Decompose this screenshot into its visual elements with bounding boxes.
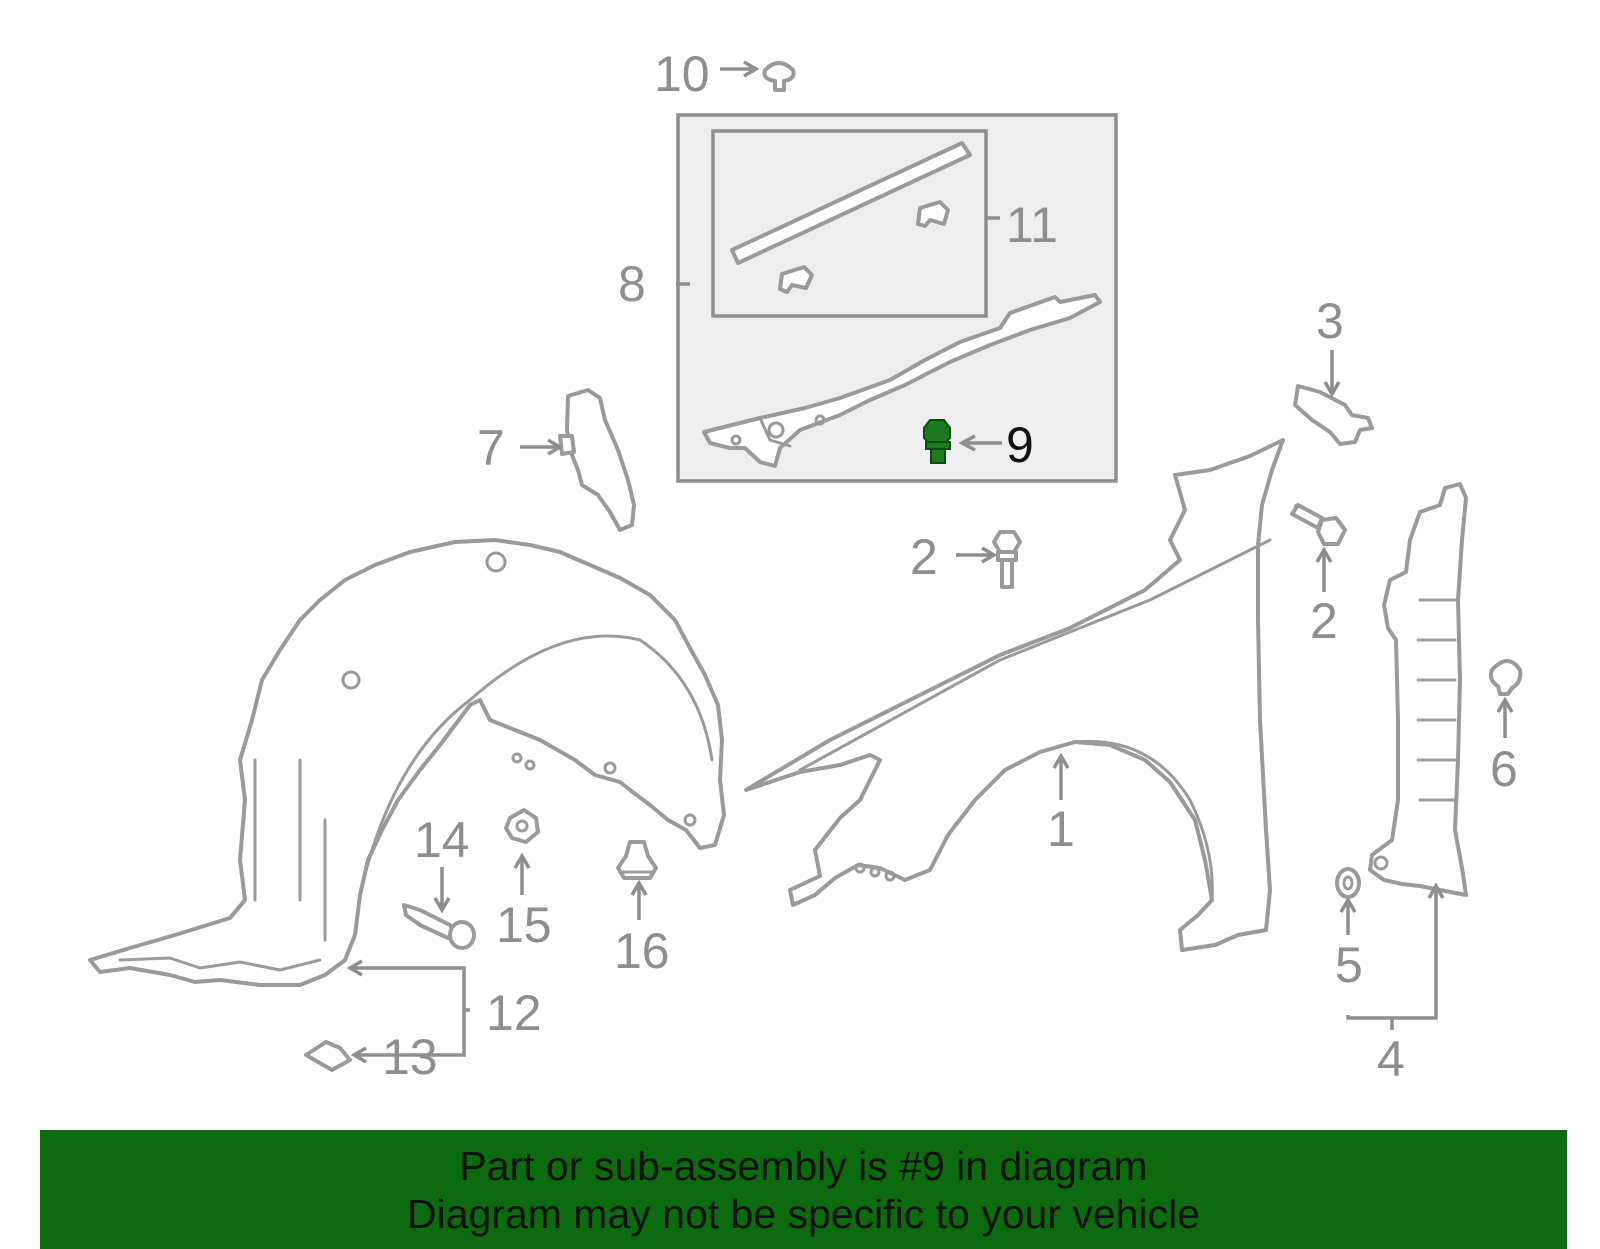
banner-line-1: Part or sub-assembly is #9 in diagram (459, 1143, 1148, 1189)
part-8-fender-bracket[interactable] (702, 293, 1102, 468)
part-2-bolt-a[interactable] (992, 530, 1022, 589)
callout-14: 14 (414, 812, 470, 868)
part-12-fender-liner[interactable] (88, 538, 726, 987)
callout-12: 12 (486, 985, 542, 1041)
callout-15: 15 (496, 897, 552, 953)
part-4-side-seal[interactable] (1368, 482, 1468, 897)
info-banner: Part or sub-assembly is #9 in diagram Di… (40, 1130, 1567, 1249)
callout-7: 7 (477, 420, 505, 476)
callout-3: 3 (1316, 293, 1344, 349)
part-1-fender[interactable] (744, 438, 1285, 952)
part-3-seal[interactable] (1293, 384, 1374, 446)
callout-2a: 2 (910, 529, 938, 585)
callout-9: 9 (1006, 417, 1034, 473)
banner-line-2: Diagram may not be specific to your vehi… (406, 1191, 1200, 1237)
part-16-clip[interactable] (616, 840, 658, 880)
callout-13: 13 (382, 1029, 438, 1085)
callout-8: 8 (618, 256, 646, 312)
callout-16: 16 (614, 923, 670, 979)
callout-5: 5 (1335, 937, 1363, 993)
part-5-washer[interactable] (1335, 867, 1361, 899)
part-15-nut[interactable] (504, 808, 540, 844)
part-6-clip[interactable] (1488, 659, 1523, 696)
part-7-bracket[interactable] (558, 388, 636, 532)
callout-1: 1 (1047, 801, 1075, 857)
part-13-nut[interactable] (304, 1040, 352, 1072)
callout-2b: 2 (1310, 593, 1338, 649)
callout-10: 10 (654, 46, 710, 102)
callout-labels: 10 8 11 9 7 3 2 2 6 1 5 4 12 13 14 15 16 (382, 46, 1518, 1087)
diagram-canvas: 10 8 11 9 7 3 2 2 6 1 5 4 12 13 14 15 16 (88, 46, 1523, 1087)
leader-lines (346, 60, 1514, 1064)
part-14-screw[interactable] (402, 903, 476, 950)
callout-11: 11 (1006, 197, 1058, 253)
callout-6: 6 (1490, 741, 1518, 797)
part-9-bolt[interactable] (923, 419, 951, 464)
part-11-molding[interactable] (730, 141, 972, 294)
part-10-clip[interactable] (762, 61, 796, 92)
part-2-bolt-b[interactable] (1290, 503, 1347, 546)
callout-4: 4 (1377, 1031, 1405, 1087)
